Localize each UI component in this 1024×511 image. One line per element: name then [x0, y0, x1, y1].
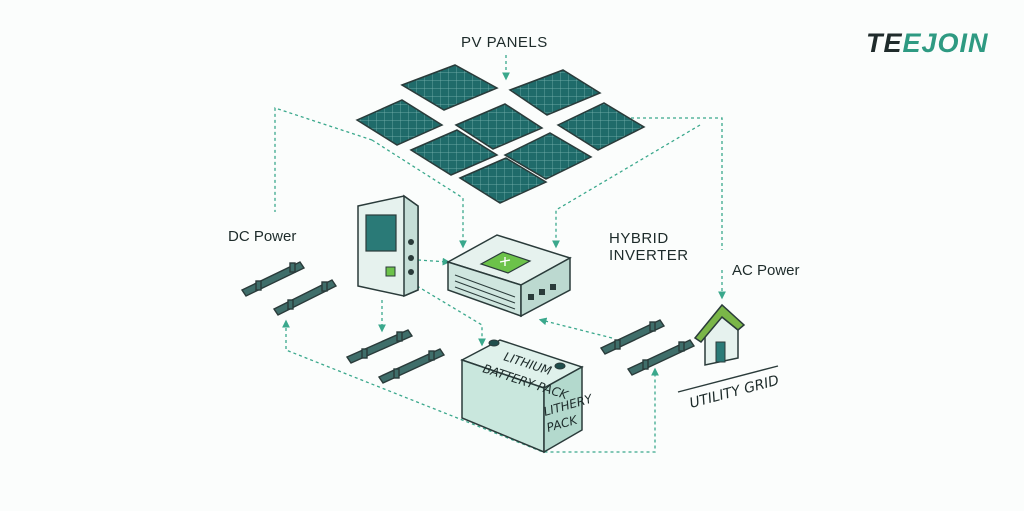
pv-panel-array [355, 64, 646, 204]
pv-panel [556, 102, 646, 151]
pv-to-ac-line [607, 117, 723, 250]
dc-power-label: DC Power [228, 228, 297, 245]
pv-panel [454, 103, 544, 150]
pv-to-inverter-right-line [552, 124, 701, 249]
hybrid-inverter-label-1: HYBRID [609, 230, 669, 247]
pv-panel [508, 69, 602, 116]
pv-to-dc-line [274, 107, 373, 212]
loop-line [282, 319, 659, 453]
din-rails [240, 261, 696, 384]
din-rail [240, 261, 306, 297]
controller-to-battery-line [416, 285, 486, 347]
ac-power-label: AC Power [732, 262, 800, 279]
hybrid-inverter-label-2: INVERTER [609, 247, 689, 264]
din-rail [599, 319, 666, 355]
hybrid-inverter [446, 234, 572, 318]
din-rail [377, 348, 446, 384]
pv-panel [409, 129, 499, 176]
pv-panel [400, 64, 499, 111]
utility-grid-line [677, 365, 779, 393]
house-icon [693, 303, 746, 366]
rail-to-inverter-line [538, 317, 613, 339]
charge-controller [357, 194, 419, 298]
pv-panel [458, 157, 548, 204]
pv-panel [355, 99, 444, 146]
brand-logo: TEEJOIN [866, 28, 989, 59]
pv-panel [503, 132, 593, 180]
utility-grid-label: UTILITY GRID [688, 373, 781, 412]
pv-panels-label: PV PANELS [461, 34, 548, 51]
controller-to-inverter-line [417, 257, 451, 266]
connector-lines [274, 55, 726, 453]
pv-to-inverter-line [371, 139, 467, 249]
din-rail [345, 329, 414, 364]
din-rail [272, 279, 338, 316]
brand-logo-part1: TE [866, 28, 903, 58]
din-rail [626, 339, 696, 376]
brand-logo-part2: EJOIN [902, 28, 989, 58]
lithium-battery: LITHIUM BATTERY PACK LITHERY PACK [460, 339, 595, 454]
